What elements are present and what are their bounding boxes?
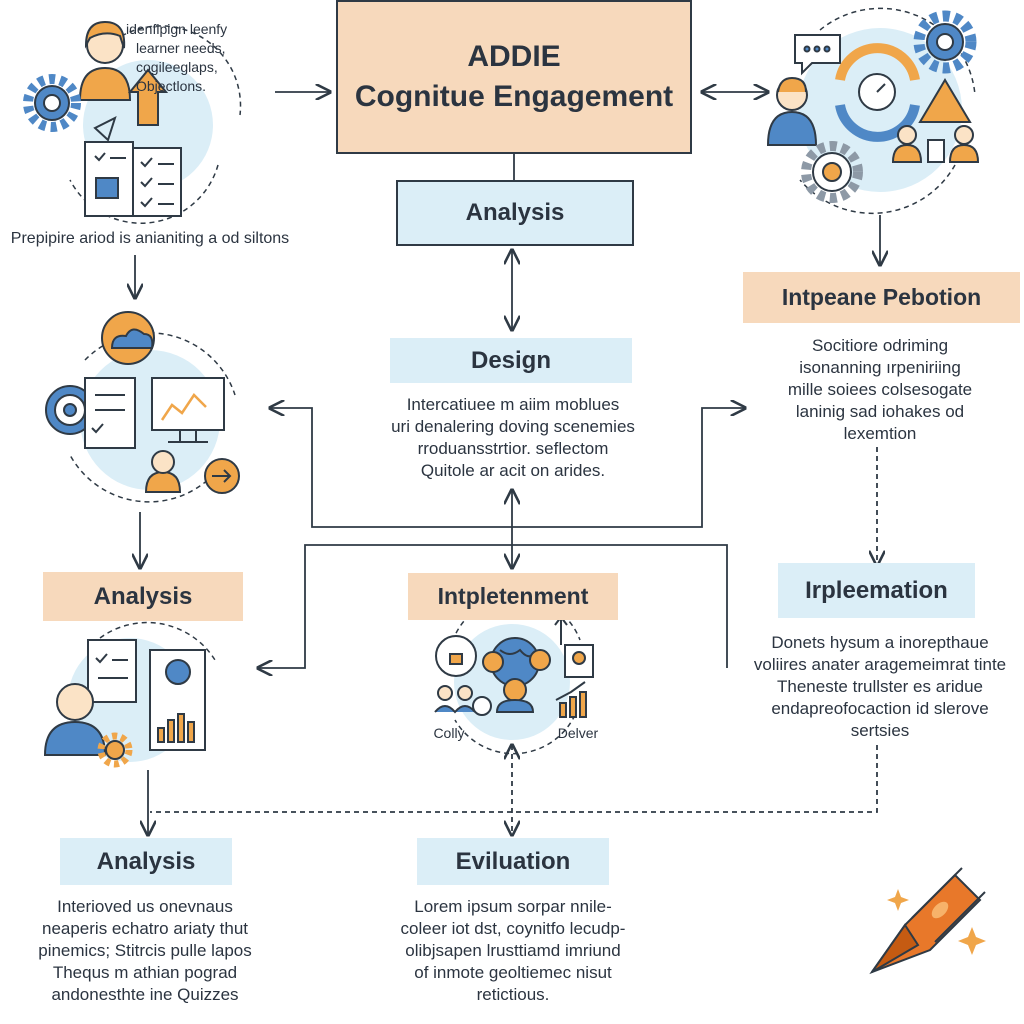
team-icon — [891, 125, 980, 163]
analysis-box-center: Analysis — [396, 180, 634, 246]
design-planning-illustration — [45, 311, 240, 503]
sparkle-icon — [887, 889, 909, 911]
people-label-right: Delver — [557, 725, 599, 741]
connectors — [135, 92, 880, 835]
title-line-2: Cognitue Engagement — [354, 80, 674, 113]
gear-icon — [801, 141, 863, 203]
learner-person-icon — [78, 20, 132, 101]
person-icon — [766, 76, 818, 146]
cycle-arrows-icon — [835, 43, 920, 142]
design-box: Design — [390, 338, 632, 383]
document-icon — [84, 377, 136, 449]
checklist-icon — [84, 141, 182, 217]
sparkle-icon — [958, 927, 986, 955]
analysis-report-illustration — [43, 621, 216, 768]
people-label-left: Colly — [433, 725, 465, 741]
design-text: Intercatiuee m aiim moblues uri denaleri… — [391, 395, 635, 480]
arrow-circle-icon — [204, 458, 240, 494]
implementation-people-illustration — [434, 595, 594, 755]
analysis-bottom-text: Interioved us onevnaus neaperis echatro … — [38, 897, 252, 1004]
evaluation-box: Eviluation — [417, 838, 609, 885]
analysis-box-bottom: Analysis — [60, 838, 232, 885]
monitor-icon — [151, 377, 225, 443]
target-icon — [45, 385, 95, 435]
person-icon — [144, 450, 182, 493]
top-left-caption: Prepipire ariod is anianiting a od silto… — [10, 230, 290, 247]
location-pin-icon — [435, 635, 477, 677]
gear-icon — [913, 10, 977, 74]
collaboration-illustration — [766, 7, 980, 215]
learner-needs-note: idenfipign leenfy learner needs, cogilee… — [126, 21, 228, 94]
title-box: ADDIE Cognitue Engagement — [336, 0, 692, 154]
warning-triangle-icon — [918, 78, 972, 123]
analysis-box-left: Analysis — [43, 572, 243, 621]
evaluation-text: Lorem ipsum sorpar nnile- coleer iot dst… — [400, 897, 626, 1004]
chat-bubble-icon — [794, 34, 841, 76]
growth-arrow-icon — [127, 68, 169, 126]
cursor-icon — [93, 116, 117, 142]
people-group-icon — [434, 685, 492, 716]
implementation-box-right: Irpleemation — [778, 563, 975, 618]
implementation-box-center: Intpletenment — [408, 573, 618, 620]
title-line-1: ADDIE — [467, 39, 561, 73]
crayon-icon — [869, 867, 986, 975]
gear-icon — [97, 732, 133, 768]
cloud-icon — [101, 311, 155, 365]
implementation-preparation-box: Intpeane Pebotion — [743, 272, 1020, 323]
implementation-text: Donets hysum a inorepthaue voliires anat… — [753, 633, 1007, 740]
learner-needs-illustration — [23, 20, 242, 224]
person-icon — [43, 683, 107, 756]
chart-document-icon — [149, 649, 206, 751]
preparation-text: Socitiore odriming isonanning ırpeniriin… — [787, 336, 973, 443]
gear-icon — [23, 74, 81, 132]
growth-chart-icon — [554, 615, 594, 718]
left-branch — [258, 544, 728, 668]
document-icon — [87, 639, 137, 703]
dashed-feedback — [150, 745, 878, 813]
team-icon — [482, 649, 551, 713]
